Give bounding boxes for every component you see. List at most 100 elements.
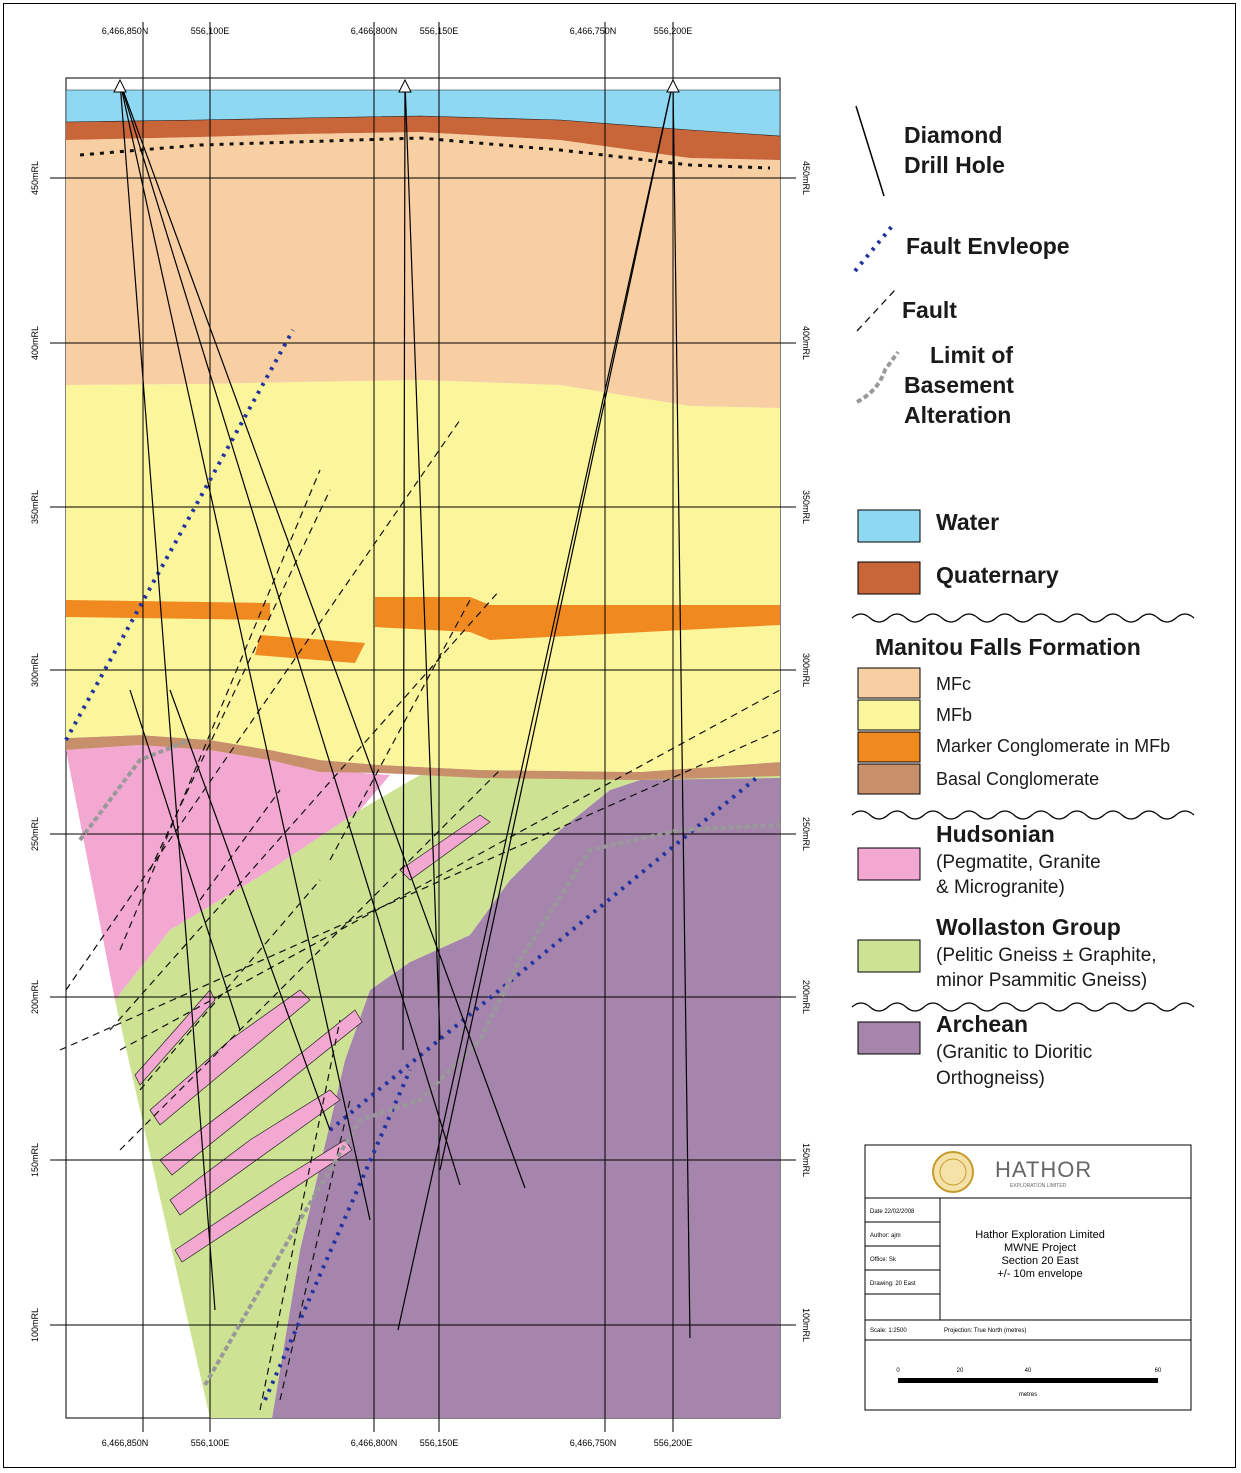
archean-desc-2: Orthogneiss)	[936, 1068, 1045, 1089]
top-coord-2: 6,466,800N	[351, 26, 398, 36]
bottom-coord-0: 6,466,850N	[102, 1438, 149, 1448]
tb-row-2: Office: Sk	[870, 1257, 897, 1263]
unit-legend: Water Quaternary Manitou Falls Formation…	[851, 509, 1195, 1089]
elevation-label: 350mRL	[801, 490, 811, 524]
fault-label: Fault	[902, 297, 957, 323]
tb-row-4: Scale: 1:2500	[870, 1328, 907, 1334]
tb-row-1: Author: ajm	[870, 1233, 901, 1239]
bottom-coord-4: 6,466,750N	[570, 1438, 617, 1448]
scale-tick-1: 20	[957, 1368, 964, 1374]
cross-section	[50, 22, 796, 1432]
scale-unit: metres	[1019, 1392, 1037, 1398]
elevation-label: 150mRL	[30, 1143, 40, 1177]
fault-envelope-label: Fault Envleope	[906, 233, 1070, 259]
wavy-divider-2	[851, 810, 1195, 820]
drill-holes	[119, 81, 691, 1339]
archean-swatch	[857, 1021, 921, 1055]
mfc-label: MFc	[936, 674, 971, 694]
alteration-label-2: Basement	[904, 372, 1014, 398]
scale-tick-3: 60	[1155, 1368, 1162, 1374]
wavy-divider-3	[851, 1002, 1195, 1012]
title-line-3: Section 20 East	[1001, 1255, 1078, 1267]
wollaston-swatch	[857, 939, 921, 973]
top-coordinate-labels: 6,466,850N 556,100E 6,466,800N 556,150E …	[102, 26, 693, 36]
basal-swatch	[857, 763, 921, 795]
symbol-legend: Diamond Drill Hole Fault Envleope Fault …	[853, 105, 1070, 428]
alteration-lines	[78, 738, 781, 1386]
wavy-divider-1	[851, 613, 1195, 623]
alteration-symbol	[856, 350, 900, 404]
wollaston-desc-1: (Pelitic Gneiss ± Graphite,	[936, 945, 1157, 966]
elevation-label: 350mRL	[30, 490, 40, 524]
hudsonian-desc-2: & Microgranite)	[936, 877, 1065, 898]
fault-lines	[59, 419, 781, 1411]
bottom-coord-5: 556,200E	[654, 1438, 693, 1448]
elevation-label: 300mRL	[30, 653, 40, 687]
mfb-swatch	[857, 699, 921, 731]
marker-conglomerate-unit	[66, 597, 780, 663]
drill-hole-label-2: Drill Hole	[904, 152, 1005, 178]
title-line-1: Hathor Exploration Limited	[975, 1229, 1105, 1241]
top-coord-5: 556,200E	[654, 26, 693, 36]
elevation-label: 400mRL	[801, 326, 811, 360]
elevation-label: 100mRL	[30, 1308, 40, 1342]
elevation-label: 200mRL	[801, 980, 811, 1014]
fault-envelopes	[64, 329, 762, 1401]
quaternary-label: Quaternary	[936, 562, 1059, 588]
drill-collars	[113, 78, 680, 93]
quaternary-swatch	[857, 561, 921, 595]
elevation-label: 100mRL	[801, 1308, 811, 1342]
elevation-label: 450mRL	[801, 161, 811, 195]
left-elevation-labels: 450mRL 400mRL 350mRL 300mRL 250mRL 200mRL 150m…	[30, 161, 40, 1342]
grid-lines	[50, 22, 796, 1432]
elevation-label: 450mRL	[30, 161, 40, 195]
unconformity-dots	[79, 136, 771, 170]
bottom-coord-2: 6,466,800N	[351, 1438, 398, 1448]
drill-hole-label-1: Diamond	[904, 122, 1002, 148]
title-line-4: +/- 10m envelope	[997, 1268, 1082, 1280]
elevation-label: 300mRL	[801, 653, 811, 687]
water-unit	[65, 89, 781, 137]
quaternary-unit	[66, 116, 780, 160]
tb-row-3: Drawing: 20 East	[870, 1281, 916, 1287]
mfc-swatch	[857, 667, 921, 699]
elevation-label: 250mRL	[30, 817, 40, 851]
basal-label: Basal Conglomerate	[936, 769, 1099, 789]
top-coord-3: 556,150E	[420, 26, 459, 36]
top-coord-4: 6,466,750N	[570, 26, 617, 36]
bottom-coord-1: 556,100E	[191, 1438, 230, 1448]
archean-desc-1: (Granitic to Dioritic	[936, 1042, 1092, 1063]
drill-hole-symbol	[855, 105, 885, 197]
elevation-label: 200mRL	[30, 980, 40, 1014]
water-swatch	[857, 509, 921, 543]
hudsonian-swatch	[857, 847, 921, 881]
hudsonian-unit	[66, 745, 390, 1000]
marker-swatch	[857, 731, 921, 763]
logo-name: HATHOR	[995, 1157, 1092, 1182]
fault-symbol	[856, 289, 896, 332]
alteration-label-1: Limit of	[930, 342, 1013, 368]
marker-label: Marker Conglomerate in MFb	[936, 736, 1170, 756]
scale-bar	[898, 1378, 1158, 1383]
bottom-coord-3: 556,150E	[420, 1438, 459, 1448]
drawing-frame	[3, 3, 1236, 1468]
scale-tick-2: 40	[1025, 1368, 1032, 1374]
title-block: HATHOR EXPLORATION LIMITED Hathor Explor…	[864, 1144, 1192, 1411]
hathor-logo-icon	[932, 1151, 974, 1193]
scale-tick-0: 0	[896, 1368, 900, 1374]
elevation-label: 250mRL	[801, 817, 811, 851]
water-label: Water	[936, 509, 999, 535]
alteration-label-3: Alteration	[904, 402, 1011, 428]
fault-envelope-symbol	[853, 223, 895, 273]
logo-sub: EXPLORATION LIMITED	[1010, 1183, 1067, 1189]
mfb-label: MFb	[936, 705, 972, 725]
elevation-label: 400mRL	[30, 326, 40, 360]
top-coord-0: 6,466,850N	[102, 26, 149, 36]
mfc-unit	[66, 132, 780, 408]
right-elevation-labels: 450mRL 400mRL 350mRL 300mRL 250mRL 200mRL 150m…	[801, 161, 811, 1342]
manitou-title: Manitou Falls Formation	[875, 634, 1141, 660]
title-line-2: MWNE Project	[1004, 1242, 1076, 1254]
elevation-label: 150mRL	[801, 1143, 811, 1177]
bottom-coordinate-labels: 6,466,850N 556,100E 6,466,800N 556,150E …	[102, 1438, 693, 1448]
